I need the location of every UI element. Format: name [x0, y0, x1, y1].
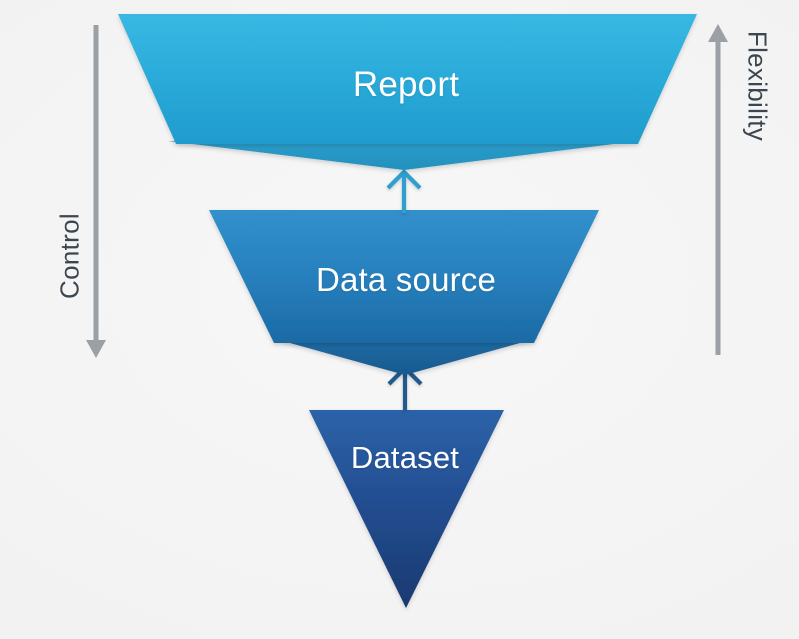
arrow-up-icon[interactable] [386, 169, 422, 213]
dataset-shape[interactable] [309, 410, 504, 608]
report-fold [168, 141, 638, 170]
funnel-stage-data-source[interactable] [209, 210, 599, 375]
arrow-up-icon [708, 24, 728, 42]
funnel-stage-dataset[interactable] [309, 410, 504, 608]
data-source-shape[interactable] [209, 210, 599, 343]
arrow-down-icon [86, 340, 106, 358]
axis-control [86, 25, 106, 358]
funnel-stage-report[interactable] [118, 14, 697, 170]
axis-flexibility [708, 24, 728, 355]
data-source-fold [272, 338, 538, 375]
connector-data-source-to-report[interactable] [386, 169, 422, 213]
report-shape[interactable] [118, 14, 697, 144]
